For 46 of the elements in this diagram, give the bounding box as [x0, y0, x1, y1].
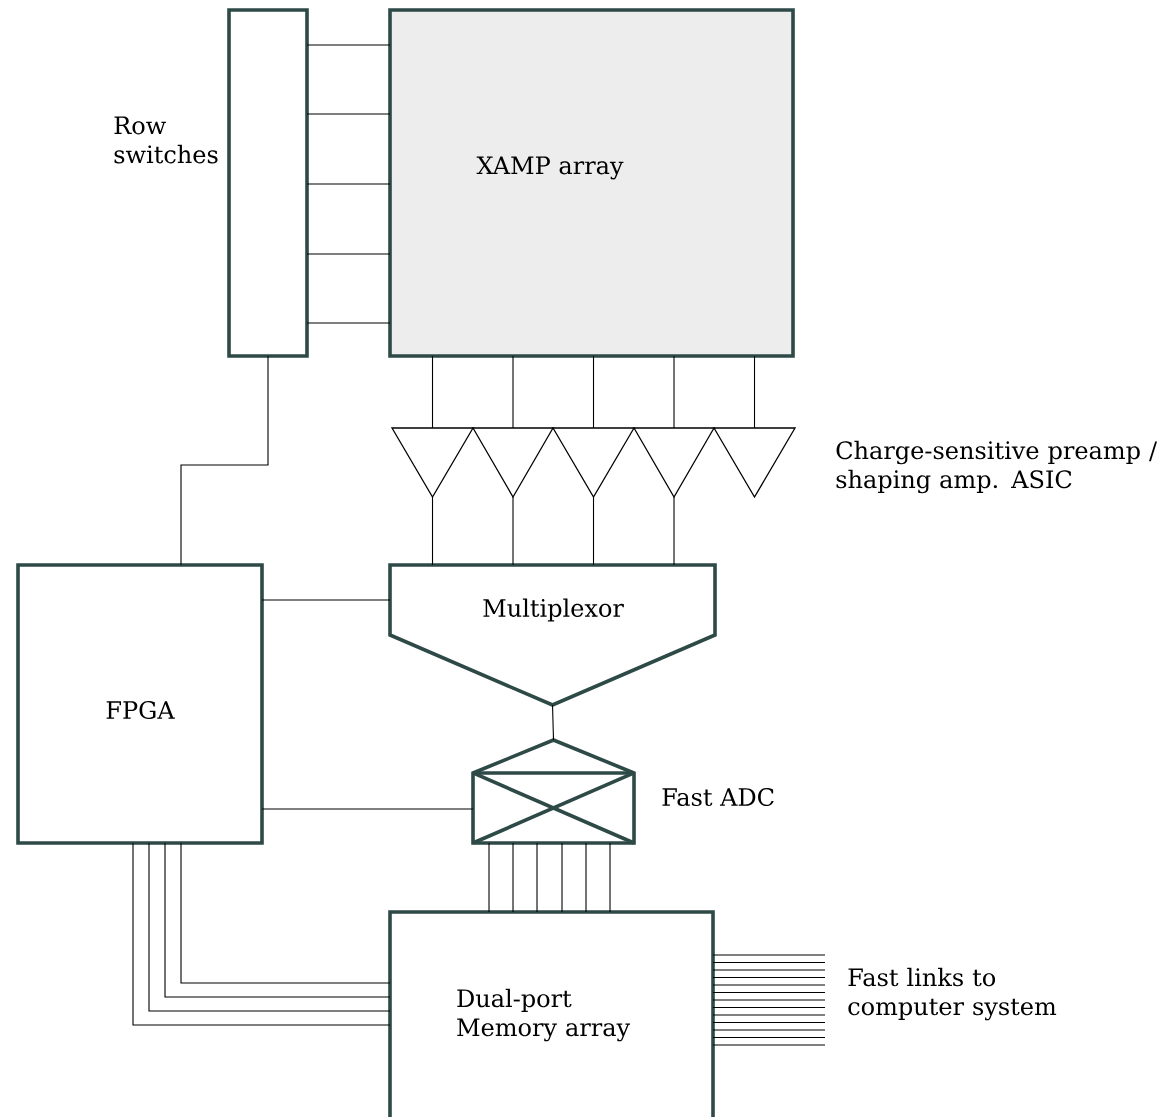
connector-line	[512, 355, 514, 429]
connector-line	[261, 599, 391, 601]
block-label: Dual-port Memory array	[457, 988, 631, 1042]
note-label: Fast links to computer system	[848, 967, 1057, 1021]
connector-line	[712, 1029, 826, 1031]
connector-line	[585, 842, 587, 913]
connector-line	[306, 322, 391, 324]
connector-line	[712, 969, 826, 971]
connector-line	[753, 355, 756, 429]
block-label: XAMP array	[476, 156, 624, 180]
connector-line	[536, 842, 538, 913]
connector-line	[488, 842, 490, 913]
connector-line	[673, 496, 675, 566]
connector-line	[512, 842, 514, 913]
connector-line	[712, 984, 826, 986]
connector-line	[673, 355, 675, 429]
connector-line	[712, 1006, 826, 1009]
connector-line	[609, 842, 611, 913]
connector-line	[551, 704, 555, 741]
connector-line	[592, 355, 595, 429]
connector-line	[180, 355, 269, 566]
connector-line	[306, 183, 391, 185]
connector-line	[180, 842, 391, 984]
connector-line	[712, 1036, 826, 1039]
connector-line	[561, 842, 563, 913]
connector-line	[512, 496, 514, 566]
connector-line	[306, 44, 391, 46]
connector-line	[306, 113, 391, 115]
connector-line	[306, 253, 391, 255]
connector-line	[712, 1044, 826, 1046]
connector-line	[712, 991, 826, 994]
connector-line	[431, 355, 434, 429]
connector-line	[261, 808, 474, 810]
connector-line	[712, 1014, 826, 1016]
connector-line	[712, 954, 826, 956]
connector-line	[712, 1021, 826, 1024]
connector-line	[712, 976, 826, 979]
block-label: FPGA	[106, 700, 175, 720]
connector-line	[712, 999, 826, 1001]
connector-line	[712, 961, 826, 964]
connector-line	[592, 496, 595, 566]
note-label: Charge-sensitive preamp / shaping amp. ASIC	[836, 440, 1158, 494]
block-label: Row switches	[114, 116, 218, 164]
block-label: Fast ADC	[662, 787, 774, 807]
block-label: Multiplexor	[483, 598, 624, 622]
connector-line	[431, 496, 434, 566]
